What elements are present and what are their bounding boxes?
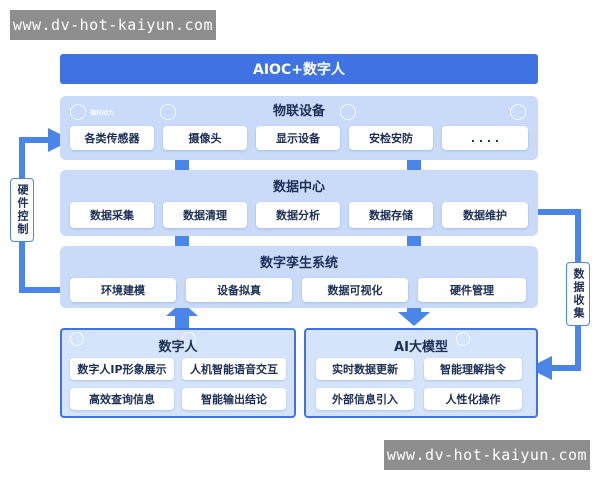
top-title-bar: AIOC+数字人 [60,54,538,84]
ai-model-item: 人性化操作 [424,388,522,410]
ai-model-item: 实时数据更新 [316,358,414,380]
ai-model-item: 智能理解指令 [424,358,522,380]
digital-human-item: 智能输出结论 [182,388,286,410]
data-center-item: 数据清理 [163,202,247,228]
logo-icon [340,104,356,120]
digital-twin-item: 设备拟真 [186,278,292,302]
iot-layer: 德科动力 物联设备 各类传感器 摄像头 显示设备 安检安防 . . . . [60,96,538,160]
data-center-item: 数据采集 [70,202,154,228]
iot-item: 摄像头 [163,126,247,150]
digital-human-item: 高效查询信息 [70,388,174,410]
iot-title: 物联设备 [272,104,325,119]
iot-item: 显示设备 [256,126,340,150]
data-center-item: 数据存储 [349,202,433,228]
data-collection-label: 数据收集 [566,262,590,326]
digital-twin-item: 环境建模 [70,278,176,302]
digital-twin-layer: 数字孪生系统 环境建模 设备拟真 数据可视化 硬件管理 [60,246,538,308]
data-center-title: 数据中心 [272,180,325,195]
hardware-control-label: 硬件控制 [10,178,34,242]
digital-human-title: 数字人 [158,340,198,355]
iot-item: 各类传感器 [70,126,154,150]
ai-model-panel: AI大模型 实时数据更新 智能理解指令 外部信息引入 人性化操作 [304,328,538,418]
digital-human-item: 数字人IP形象展示 [70,358,174,380]
digital-twin-title: 数字孪生系统 [259,256,338,271]
up-arrow [166,302,198,330]
logo-icon [70,332,84,346]
watermark-bottom: www.dv-hot-kaiyun.com [384,440,590,470]
digital-human-panel: 数字人 数字人IP形象展示 人机智能语音交互 高效查询信息 智能输出结论 [60,328,296,418]
iot-item: 安检安防 [349,126,433,150]
down-arrow [398,302,430,326]
watermark-top: www.dv-hot-kaiyun.com [10,10,216,40]
ai-model-item: 外部信息引入 [316,388,414,410]
data-center-layer: 数据中心 数据采集 数据清理 数据分析 数据存储 数据维护 [60,170,538,236]
data-center-item: 数据分析 [256,202,340,228]
logo-icon [160,104,176,120]
logo-icon [182,332,196,346]
logo-icon [510,104,526,120]
digital-twin-item: 数据可视化 [302,278,408,302]
iot-item: . . . . [442,126,528,150]
logo-text: 德科动力 [90,110,115,117]
digital-twin-item: 硬件管理 [418,278,526,302]
data-center-item: 数据维护 [442,202,528,228]
digital-human-item: 人机智能语音交互 [182,358,286,380]
logo-icon [70,104,86,120]
logo-icon [456,332,470,346]
ai-model-title: AI大模型 [394,340,448,355]
